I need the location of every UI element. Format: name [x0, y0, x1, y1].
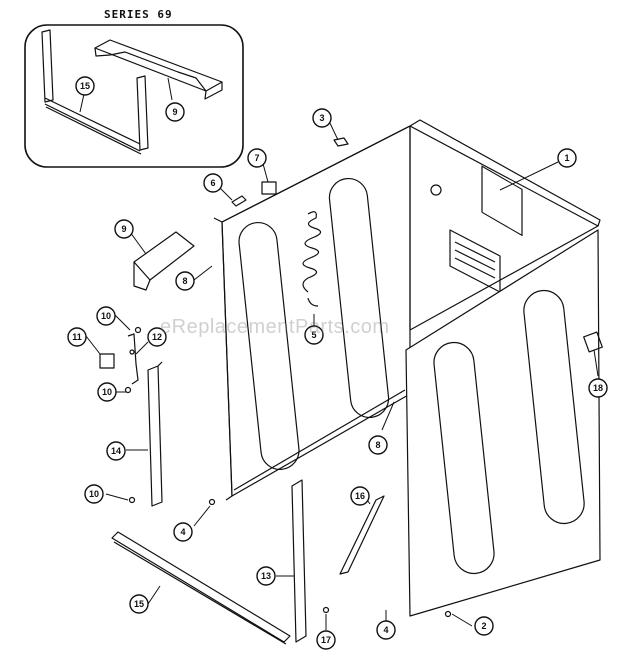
- callout-circle: [67, 327, 87, 347]
- callout-c8b: 8: [368, 435, 388, 455]
- callout-number: 10: [89, 489, 99, 499]
- callout-number: 14: [111, 446, 121, 456]
- callout-c4a: 4: [173, 522, 193, 542]
- callout-number: 18: [593, 383, 603, 393]
- callout-c7: 7: [247, 148, 267, 168]
- callout-number: 9: [121, 224, 126, 234]
- callout-circle: [588, 378, 608, 398]
- part-3: [333, 137, 349, 147]
- callout-circle: [114, 219, 134, 239]
- callout-c17: 17: [316, 630, 336, 650]
- callout-number: 7: [254, 153, 259, 163]
- callout-number: 8: [375, 440, 380, 450]
- callout-number: 12: [152, 332, 162, 342]
- callout-circle: [84, 484, 104, 504]
- rail-14-part: [147, 361, 163, 507]
- callout-circle: [165, 102, 185, 122]
- callout-circle: [96, 306, 116, 326]
- callout-number: 13: [261, 571, 271, 581]
- callout-c4b: 4: [376, 620, 396, 640]
- callout-circle: [304, 325, 324, 345]
- watermark: eReplacementParts.com: [160, 316, 390, 338]
- inset-title: SERIES 69: [104, 8, 173, 21]
- callout-c18: 18: [588, 378, 608, 398]
- callout-number: 3: [319, 113, 324, 123]
- callout-number: 15: [80, 81, 90, 91]
- callout-number: 15: [134, 599, 144, 609]
- callout-c11: 11: [67, 327, 87, 347]
- callout-circle: [147, 327, 167, 347]
- bracket-12-part: [127, 333, 139, 385]
- callout-circle: [312, 108, 332, 128]
- part-7: [261, 181, 277, 195]
- cabinet-top-back: [221, 119, 601, 331]
- callout-c1: 1: [557, 148, 577, 168]
- callout-number: 10: [101, 311, 111, 321]
- block-11-part: [99, 353, 115, 369]
- callout-c16: 16: [350, 486, 370, 506]
- clip-6-part: [231, 195, 247, 207]
- callout-number: 17: [321, 635, 331, 645]
- callout-c3: 3: [312, 108, 332, 128]
- leader-lines: [79, 77, 599, 630]
- callout-circle: [368, 435, 388, 455]
- cabinet-right-panel: [405, 229, 601, 617]
- callout-number: 5: [311, 330, 316, 340]
- callout-number: 1: [564, 153, 569, 163]
- callout-number: 4: [383, 625, 388, 635]
- inset-side-frame-part: [41, 29, 149, 155]
- callout-c13: 13: [256, 566, 276, 586]
- callout-number: 16: [355, 491, 365, 501]
- callout-c9b: 9: [114, 219, 134, 239]
- callout-c8a: 8: [175, 271, 195, 291]
- callout-c15a: 15: [75, 76, 95, 96]
- callout-number: 10: [102, 387, 112, 397]
- callout-circle: [256, 566, 276, 586]
- bracket-9-part: [133, 231, 195, 291]
- callout-c15b: 15: [129, 594, 149, 614]
- series-69-inset-frame: [24, 24, 244, 168]
- callout-circle: [316, 630, 336, 650]
- callout-circle: [350, 486, 370, 506]
- callout-c2: 2: [474, 616, 494, 636]
- callout-circle: [97, 382, 117, 402]
- callout-circle: [75, 76, 95, 96]
- callout-c6: 6: [203, 173, 223, 193]
- callout-c9a: 9: [165, 102, 185, 122]
- callout-number: 11: [72, 332, 82, 342]
- bottom-rail-15-part: [111, 531, 291, 645]
- callout-number: 9: [172, 107, 177, 117]
- callout-circle: [474, 616, 494, 636]
- callout-circle: [173, 522, 193, 542]
- callout-circle: [129, 594, 149, 614]
- callout-c10a: 10: [96, 306, 116, 326]
- callout-circle: [203, 173, 223, 193]
- callout-number: 4: [180, 527, 185, 537]
- callout-number: 8: [182, 276, 187, 286]
- callout-circle: [247, 148, 267, 168]
- callout-circle: [376, 620, 396, 640]
- bumper-18-part: [583, 331, 603, 353]
- callout-circle: [557, 148, 577, 168]
- rail-13-part: [291, 479, 307, 643]
- callout-c5: 5: [304, 325, 324, 345]
- callout-circle: [106, 441, 126, 461]
- callout-circle: [175, 271, 195, 291]
- callout-c14: 14: [106, 441, 126, 461]
- callout-c10c: 10: [84, 484, 104, 504]
- callout-c12: 12: [147, 327, 167, 347]
- rod-16-part: [339, 495, 385, 575]
- inset-top-bracket-part: [94, 39, 223, 100]
- callout-c10b: 10: [97, 382, 117, 402]
- callout-number: 6: [210, 178, 215, 188]
- spring-part: [302, 211, 322, 307]
- callout-number: 2: [481, 621, 486, 631]
